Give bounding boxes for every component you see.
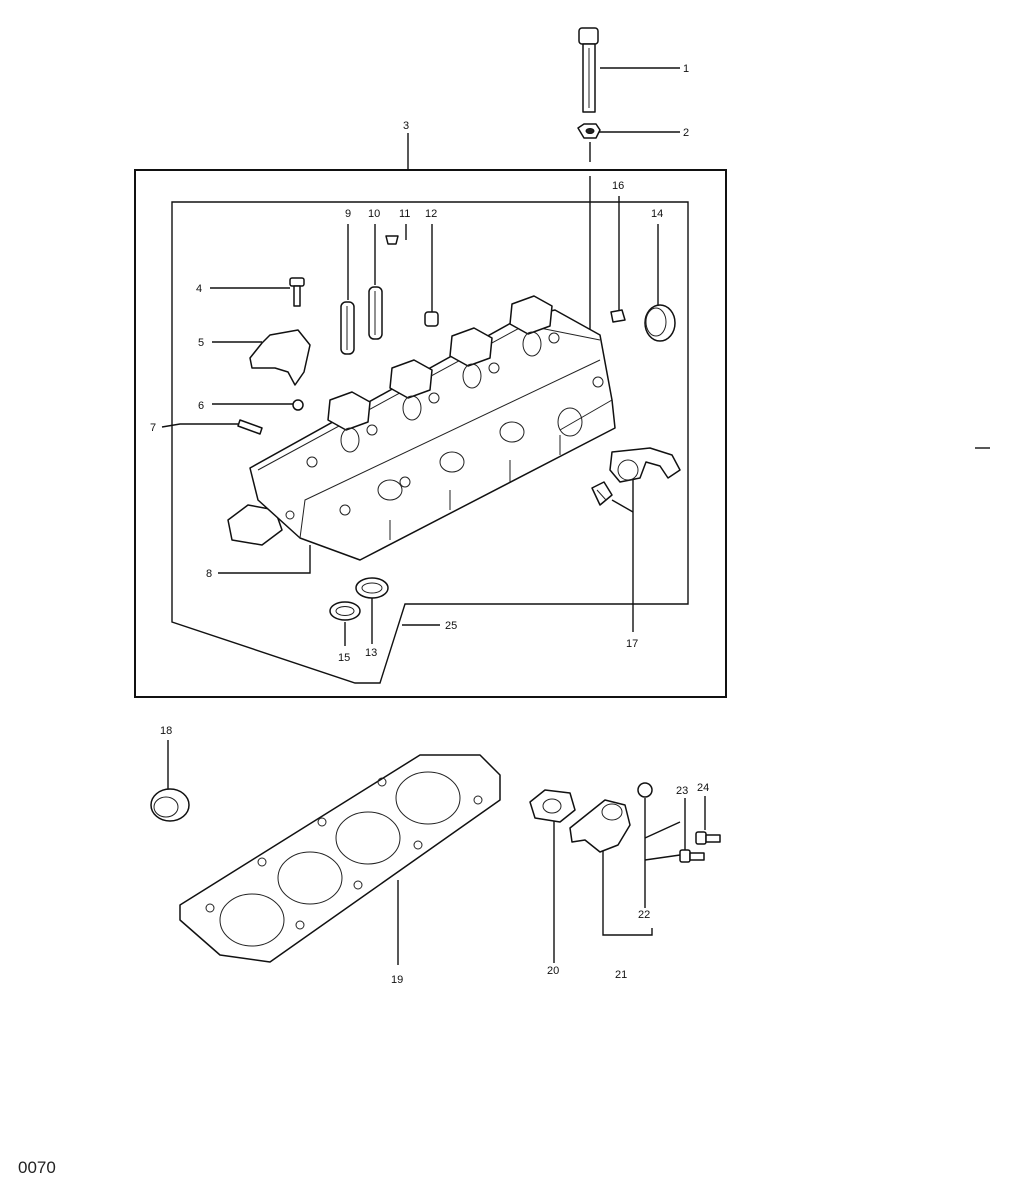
part-1-head-bolt bbox=[578, 27, 599, 113]
part-12-cap bbox=[424, 311, 439, 327]
callout-7: 7 bbox=[150, 422, 156, 434]
callout-16: 16 bbox=[612, 180, 624, 192]
callout-2: 2 bbox=[683, 127, 689, 139]
assembly-frame-inner bbox=[171, 201, 689, 684]
callout-4: 4 bbox=[196, 283, 202, 295]
leader-lines bbox=[161, 67, 706, 965]
part-20-gasket bbox=[529, 789, 576, 823]
part-2-washer bbox=[577, 123, 601, 139]
callout-5: 5 bbox=[198, 337, 204, 349]
part-14-expansion-plug bbox=[644, 304, 676, 342]
page-code: 0070 bbox=[18, 1158, 56, 1177]
callout-labels: 1 2 3 4 5 6 7 8 9 10 11 12 13 14 15 16 1… bbox=[150, 63, 709, 986]
callout-3: 3 bbox=[403, 120, 409, 132]
callout-1: 1 bbox=[683, 63, 689, 75]
callout-8: 8 bbox=[206, 568, 212, 580]
callout-18: 18 bbox=[160, 725, 172, 737]
part-16-plug bbox=[610, 309, 626, 323]
part-22-bolt bbox=[637, 782, 653, 798]
part-6-plug bbox=[292, 399, 304, 411]
part-17-water-pipe bbox=[591, 447, 681, 506]
part-4-bolt bbox=[289, 277, 305, 307]
part-13-seal-ring bbox=[355, 577, 389, 599]
assembly-frame-outer bbox=[134, 169, 727, 698]
callout-20: 20 bbox=[547, 965, 559, 977]
part-8-cylinder-head bbox=[227, 295, 616, 561]
part-15-seal-ring bbox=[329, 601, 361, 621]
part-19-head-gasket bbox=[179, 754, 501, 963]
callout-22: 22 bbox=[638, 909, 650, 921]
part-7-stud bbox=[237, 419, 263, 435]
callout-24: 24 bbox=[697, 782, 709, 794]
part-5-bracket bbox=[249, 329, 311, 386]
part-18-oil-seal bbox=[150, 788, 190, 822]
part-24-bolt bbox=[695, 831, 721, 845]
callout-12: 12 bbox=[425, 208, 437, 220]
callout-25: 25 bbox=[445, 620, 457, 632]
callout-21: 21 bbox=[615, 969, 627, 981]
callout-17: 17 bbox=[626, 638, 638, 650]
callout-14: 14 bbox=[651, 208, 663, 220]
part-21-water-outlet bbox=[569, 799, 631, 853]
callout-19: 19 bbox=[391, 974, 403, 986]
callout-9: 9 bbox=[345, 208, 351, 220]
callout-23: 23 bbox=[676, 785, 688, 797]
callout-13: 13 bbox=[365, 647, 377, 659]
callout-11: 11 bbox=[399, 208, 410, 220]
part-23-bolt bbox=[679, 849, 705, 863]
callout-10: 10 bbox=[368, 208, 380, 220]
callout-15: 15 bbox=[338, 652, 350, 664]
callout-6: 6 bbox=[198, 400, 204, 412]
part-11-plug bbox=[385, 235, 399, 245]
